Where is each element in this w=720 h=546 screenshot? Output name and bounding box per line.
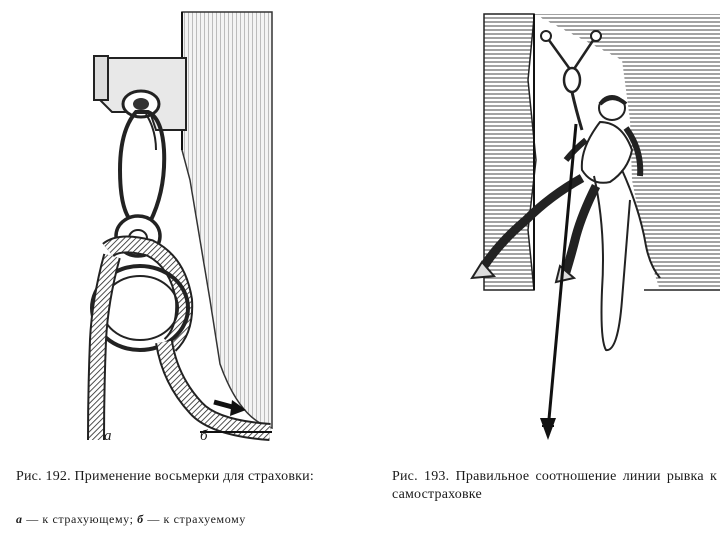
figure-192-illustration: [87, 11, 273, 441]
figure-193-caption: Рис. 193. Правильное соотношение линии р…: [392, 469, 717, 502]
figure-193: Рис. 193. Правильное соотношение линии р…: [360, 0, 720, 546]
label-a: а: [104, 428, 112, 444]
rock-wall: [181, 11, 273, 429]
legend-a-text: — к страхующему;: [22, 512, 138, 526]
figure-192-legend: а — к страхующему; б — к страхуемому: [16, 511, 246, 527]
figure-192-caption: Рис. 192. Применение восьмерки для страх…: [16, 469, 314, 484]
pull-line: [546, 123, 578, 431]
pull-arrow: [540, 418, 556, 440]
label-b: б: [200, 428, 208, 444]
figure-193-illustration: [470, 13, 720, 440]
legend-b-key: б: [137, 512, 144, 526]
climber: [470, 95, 644, 284]
self-belay-line: [570, 91, 584, 131]
right-wall: [534, 14, 720, 290]
slack-rope: [593, 175, 631, 351]
legend-b-text: — к страхуемому: [143, 512, 246, 526]
figure-eight-big-ring: [90, 264, 190, 352]
figure-192: а б Рис. 192. Применение восьмерки для с…: [16, 11, 314, 527]
legend-a-key: а: [16, 512, 23, 526]
